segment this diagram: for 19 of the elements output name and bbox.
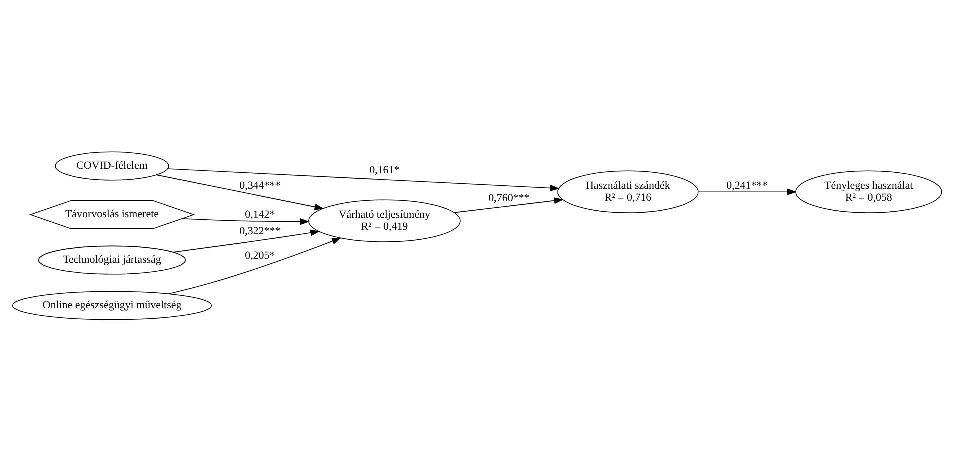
arrow — [454, 198, 564, 214]
arrow — [167, 168, 560, 192]
arrow — [168, 238, 342, 294]
node-ellipse: Technológiai jártasság — [38, 246, 186, 275]
edge-label: 0,241*** — [726, 180, 768, 192]
edge-label: 0,205* — [245, 250, 276, 262]
edge-label: 0,760*** — [488, 192, 530, 205]
edge-label: 0,161* — [370, 164, 400, 176]
node-ellipse: Online egészségügyi műveltség — [12, 291, 212, 320]
edge-label: 0,344*** — [240, 180, 281, 192]
arrow — [698, 188, 797, 196]
node-ellipse: COVID-félelem — [55, 152, 170, 181]
arrow — [156, 174, 324, 210]
arrow — [182, 218, 310, 226]
node-ellipse: Használati szándék R² = 0,716 — [558, 170, 699, 214]
edge-label: 0,142* — [245, 209, 276, 222]
edge-label: 0,322*** — [240, 226, 281, 238]
node-ellipse: Tényleges használat R² = 0,058 — [796, 170, 942, 214]
arrow — [173, 230, 320, 253]
